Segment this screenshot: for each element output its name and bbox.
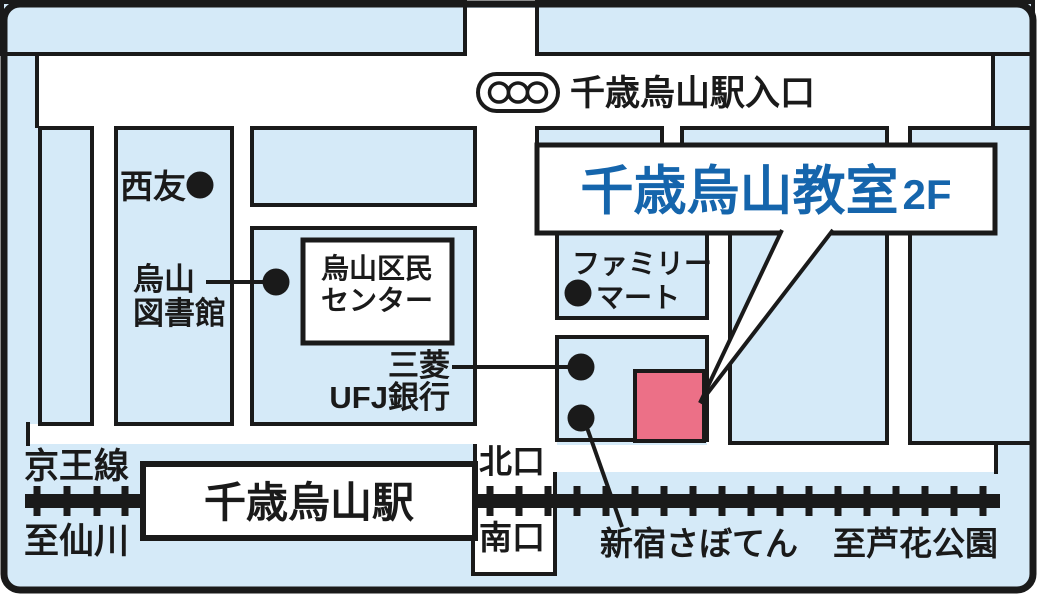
road-station-north-upper [475, 126, 537, 210]
kumin-center-label-line1: 烏山区民 [321, 253, 433, 284]
road-edge-lines [26, 52, 998, 576]
block-west-margin [38, 126, 94, 426]
to-rokakoen-label: 至芦花公園 [833, 525, 998, 562]
callout-pointer-right-edge [698, 228, 835, 405]
callout-pointer-gap [783, 225, 831, 237]
south-exit-label: 南口 [479, 519, 545, 556]
block-seiyu-library [114, 126, 234, 426]
library-dot-icon [262, 268, 290, 296]
kumin-center-label-line2: センター [321, 285, 433, 316]
landmark-markers [186, 171, 624, 528]
bank-label-line1: 三菱 [388, 348, 450, 383]
block-top-left [0, 0, 467, 56]
station-box [140, 461, 478, 541]
bank-label-line2: UFJ銀行 [329, 380, 450, 415]
block-east-mid [728, 231, 889, 445]
saboten-label: 新宿さぼてん [600, 525, 798, 562]
traffic-light-icon [476, 72, 560, 113]
keio-line-label: 京王線 [24, 446, 129, 486]
road-bottom-east [520, 445, 998, 472]
seiyu-dot-icon [186, 171, 214, 199]
block-row2-left [250, 126, 477, 207]
road-between-blocks [553, 318, 707, 337]
city-blocks [0, 0, 1035, 445]
road-bottom-west [28, 424, 528, 444]
road-top-stub [465, 8, 537, 58]
saboten-connector-line [583, 421, 624, 528]
road-library-vertical [232, 126, 252, 424]
saboten-dot-icon [567, 404, 595, 432]
station-label: 千歳烏山駅 [204, 479, 414, 526]
to-sengawa-label: 至仙川 [24, 522, 129, 561]
road-west-vertical [92, 126, 116, 424]
library-label-line1: 烏山 [133, 262, 195, 297]
north-exit-label: 北口 [479, 443, 545, 480]
railway-line-east [475, 494, 1000, 508]
bank-dot-icon [567, 353, 595, 381]
classroom-callout [534, 142, 998, 405]
seiyu-label: 西友 [120, 168, 186, 205]
callout-pointer-left-edge [698, 229, 784, 404]
familymart-label-line1: ファミリー [572, 248, 712, 279]
classroom-floor: 2F [902, 171, 951, 218]
classroom-building-highlight [633, 369, 706, 443]
classroom-name: 千歳烏山教室 [580, 162, 898, 221]
classroom-callout-box [534, 142, 998, 236]
familymart-label-line2: マート [596, 282, 680, 313]
railway-ties [33, 486, 987, 516]
library-label-line2: 図書館 [133, 296, 226, 331]
kumin-center-box [300, 237, 455, 346]
familymart-dot-icon [564, 279, 592, 307]
railway [25, 486, 1000, 516]
classroom-label: 千歳烏山教室2F [580, 162, 951, 221]
intersection-label: 千歳烏山駅入口 [570, 74, 815, 113]
railway-line-west [25, 494, 143, 508]
block-top-right [535, 0, 1035, 56]
road-familymart-east [707, 233, 730, 445]
